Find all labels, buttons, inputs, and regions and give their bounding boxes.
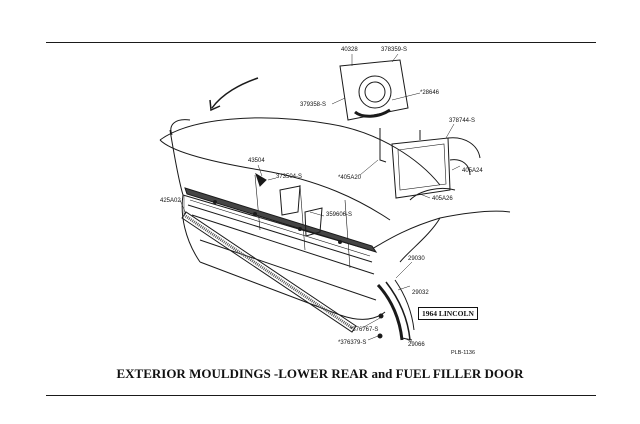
label-28646: *28646: [420, 90, 440, 96]
plate-number: PLB-1136: [451, 350, 476, 356]
label-40328: 40328: [341, 47, 358, 53]
label-405a26: 405A26: [432, 196, 453, 202]
leader-lines: [179, 53, 461, 343]
label-43504: 43504: [248, 158, 265, 164]
bottom-rule: [46, 395, 596, 396]
brackets: [255, 172, 323, 237]
rocker-moulding-strip: [181, 196, 357, 333]
label-373504-s: 373504-S: [276, 174, 303, 180]
car-rear-body: [159, 117, 511, 320]
label-405a20: *405A20: [338, 175, 362, 181]
label-29066: 29066: [408, 342, 425, 348]
label-376379-s: *376379-S: [338, 340, 367, 346]
fuel-door-assembly: [339, 59, 481, 199]
label-425a02: 425A02: [160, 198, 181, 204]
label-29032: 29032: [412, 290, 429, 296]
lower-rear-moulding: [184, 187, 378, 257]
model-year-label: 1964 LINCOLN: [418, 307, 478, 320]
quarter-moulding: [376, 279, 415, 341]
label-29030: 29030: [408, 256, 425, 262]
fasteners: [377, 313, 384, 339]
diagram-caption: EXTERIOR MOULDINGS -LOWER REAR and FUEL …: [116, 366, 524, 381]
removal-arrow: [209, 77, 259, 112]
label-376767-s: *376767-S: [350, 327, 379, 333]
label-378744-s: 378744-S: [449, 118, 476, 124]
label-405a24: 405A24: [462, 168, 483, 174]
label-379358-s: 379358-S: [300, 102, 327, 108]
label-359606-s: 359606-S: [326, 212, 353, 218]
top-rule: [46, 42, 596, 43]
label-378359-s: 378359-S: [381, 47, 408, 53]
